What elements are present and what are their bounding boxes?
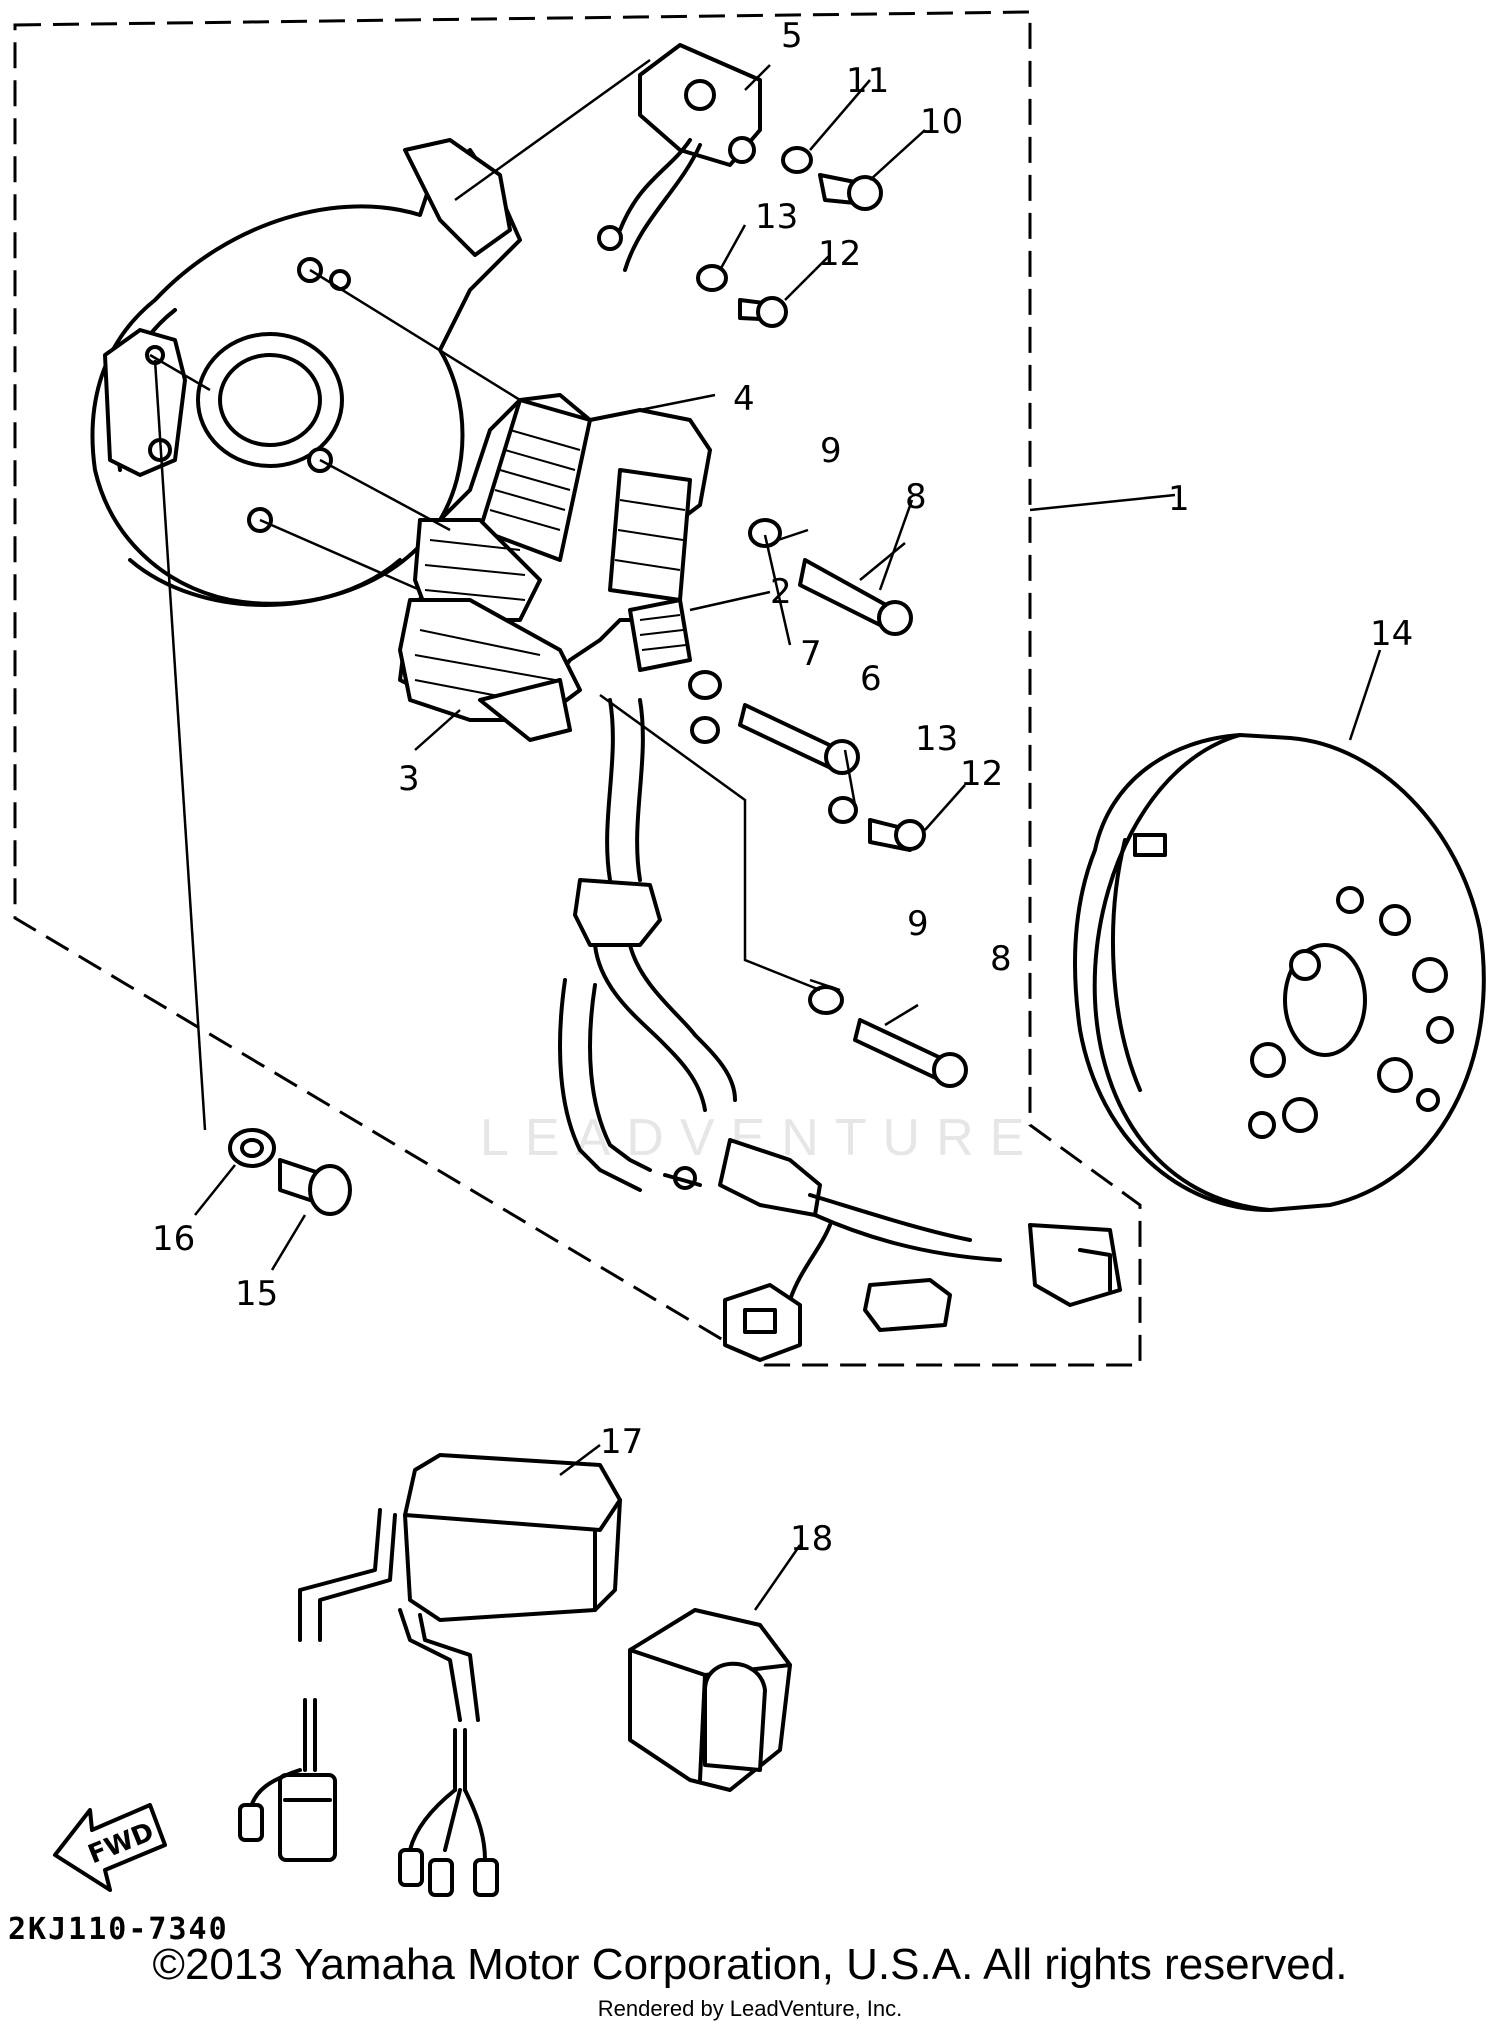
stator-base-plate — [90, 138, 522, 607]
callout-1: 1 — [1168, 479, 1190, 519]
callout-9-lower: 9 — [907, 904, 929, 944]
callout-11: 11 — [846, 61, 889, 101]
kit-boundary-dashed — [13, 10, 1142, 1367]
callout-12-upper: 12 — [818, 234, 861, 274]
fasteners — [228, 146, 968, 1216]
copyright-notice: ©2013 Yamaha Motor Corporation, U.S.A. A… — [152, 1940, 1348, 1989]
callout-7: 7 — [800, 634, 822, 674]
callout-15: 15 — [235, 1274, 278, 1314]
wire-harness — [558, 698, 1122, 1362]
callout-5: 5 — [781, 16, 803, 56]
callout-12-lower: 12 — [960, 754, 1003, 794]
cdi-unit — [238, 1453, 622, 1897]
callout-18: 18 — [790, 1519, 833, 1559]
pickup-coil — [597, 43, 762, 272]
callout-2: 2 — [770, 572, 792, 612]
cdi-bracket — [628, 1608, 792, 1792]
callout-3: 3 — [398, 759, 420, 799]
diagram-code: 2KJ110-7340 — [8, 1912, 229, 1947]
callout-14: 14 — [1370, 614, 1413, 654]
fwd-arrow-icon: FWD — [53, 1803, 167, 1892]
callout-4: 4 — [733, 379, 755, 419]
leader-lines — [149, 58, 1382, 1611]
callout-13-lower: 13 — [915, 719, 958, 759]
callout-13-upper: 13 — [755, 197, 798, 237]
callout-9-upper: 9 — [820, 431, 842, 471]
callout-10: 10 — [920, 102, 963, 142]
flywheel-rotor — [1073, 733, 1486, 1212]
callout-17: 17 — [600, 1422, 643, 1462]
callout-8-lower: 8 — [990, 939, 1012, 979]
callout-8-upper: 8 — [905, 477, 927, 517]
callout-16: 16 — [152, 1219, 195, 1259]
callout-6: 6 — [860, 659, 882, 699]
rendered-by-credit: Rendered by LeadVenture, Inc. — [597, 1996, 903, 2021]
